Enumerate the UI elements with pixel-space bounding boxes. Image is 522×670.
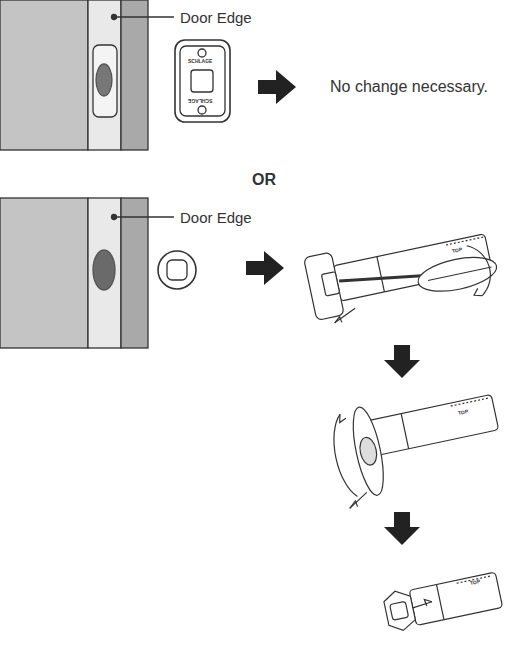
part-label: Door Edge bbox=[180, 210, 252, 225]
separator-text: OR bbox=[252, 172, 276, 188]
brand-mark: SCHLAGE bbox=[188, 98, 212, 103]
note-text: No change necessary. bbox=[330, 79, 488, 95]
part-label: Door Edge bbox=[180, 10, 252, 25]
brand-mark: SCHLAGE bbox=[188, 59, 212, 64]
